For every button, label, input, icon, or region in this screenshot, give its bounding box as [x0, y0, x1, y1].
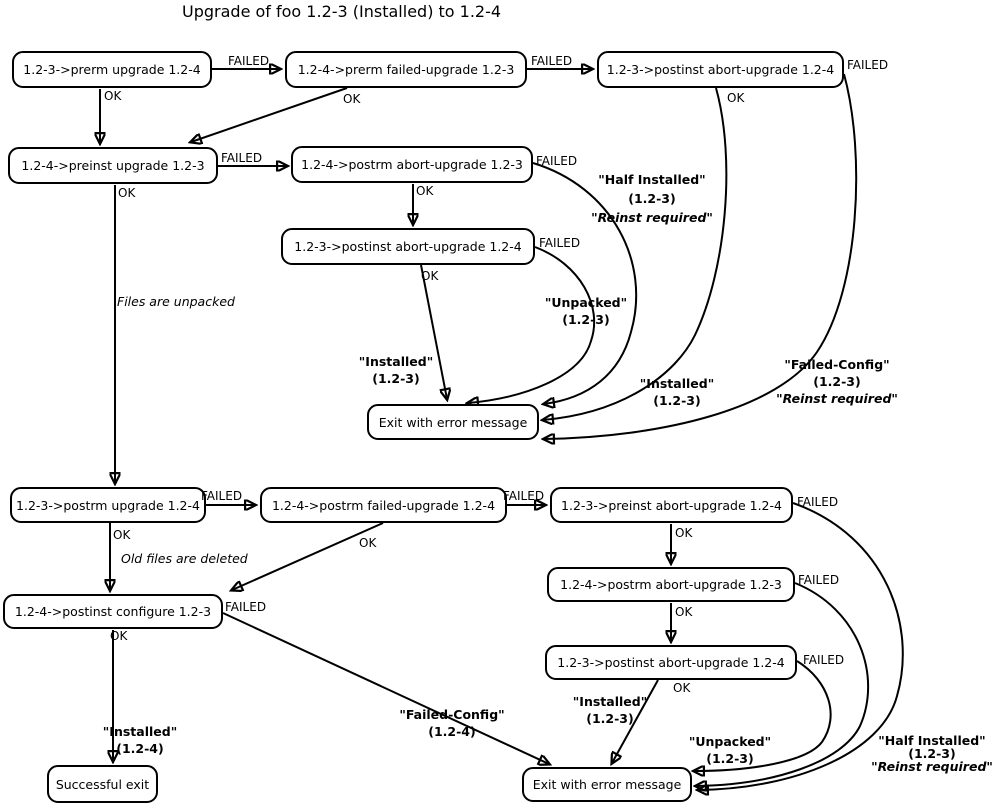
- edge-label-failed: FAILED: [228, 54, 270, 68]
- edge-postinstabortmid-failed: [468, 246, 596, 403]
- edge-label-ok: OK: [359, 536, 377, 550]
- edge-label-ok: OK: [675, 526, 693, 540]
- node-postrm-upgrade: 1.2-3->postrm upgrade 1.2-4: [10, 487, 206, 523]
- edge-postinstabortbottom-ok: [612, 679, 659, 763]
- edge-label-failed: FAILED: [847, 58, 889, 72]
- edge-label-failed: FAILED: [503, 489, 545, 503]
- state-line: "Failed-Config": [784, 357, 890, 372]
- state-line: "Failed-Config": [399, 707, 505, 722]
- edge-label-ok: OK: [110, 629, 128, 643]
- note-old-files-deleted: Old files are deleted: [121, 551, 248, 566]
- state-line: (1.2-3): [562, 312, 610, 327]
- state-line: "Unpacked": [544, 295, 628, 310]
- edge-label-ok: OK: [118, 186, 136, 200]
- state-label-failed-config-right: "Failed-Config" (1.2-3) "Reinst required…: [776, 356, 898, 407]
- state-line: "Reinst required": [591, 210, 713, 225]
- edge-label-ok: OK: [113, 528, 131, 542]
- state-line: "Installed": [572, 694, 648, 709]
- edge-postinstabortmid-ok: [420, 264, 447, 399]
- state-line: "Reinst required": [871, 759, 993, 774]
- node-prerm-upgrade: 1.2-3->prerm upgrade 1.2-4: [12, 51, 212, 88]
- node-postinst-abort-upgrade-bottom: 1.2-3->postinst abort-upgrade 1.2-4: [545, 645, 797, 680]
- edge-label-failed: FAILED: [798, 573, 840, 587]
- state-label-installed-bottom-left: "Installed" (1.2-4): [103, 723, 177, 757]
- state-line: "Installed": [639, 376, 715, 391]
- node-postinst-configure: 1.2-4->postinst configure 1.2-3: [3, 594, 223, 629]
- state-line: "Installed": [102, 724, 178, 739]
- node-successful-exit: Successful exit: [47, 765, 158, 803]
- state-line: "Unpacked": [688, 734, 772, 749]
- state-label-unpacked-top: "Unpacked" (1.2-3): [545, 294, 627, 328]
- edge-label-ok: OK: [727, 91, 745, 105]
- state-line: (1.2-4): [428, 724, 476, 739]
- edge-label-failed: FAILED: [797, 495, 839, 509]
- edge-label-ok: OK: [343, 92, 361, 106]
- node-exit-error-2: Exit with error message: [522, 767, 692, 802]
- edge-label-failed: FAILED: [531, 54, 573, 68]
- node-prerm-failed-upgrade: 1.2-4->prerm failed-upgrade 1.2-3: [285, 51, 527, 88]
- edge-label-failed: FAILED: [201, 489, 243, 503]
- edge-postinstconfigure-failed: [222, 612, 549, 764]
- node-preinst-abort-upgrade: 1.2-3->preinst abort-upgrade 1.2-4: [550, 487, 793, 523]
- edge-label-failed: FAILED: [539, 236, 581, 250]
- state-label-installed-mid: "Installed" (1.2-3): [359, 353, 433, 387]
- state-label-installed-right: "Installed" (1.2-3): [640, 375, 714, 409]
- edge-label-failed: FAILED: [221, 151, 263, 165]
- edge-postrmabortbottom-failed: [696, 582, 869, 786]
- edge-prermfailed-ok: [191, 87, 348, 142]
- edge-label-ok: OK: [416, 184, 434, 198]
- state-line: "Half Installed": [878, 733, 986, 748]
- edge-label-failed: FAILED: [803, 653, 845, 667]
- edge-label-ok: OK: [104, 89, 122, 103]
- state-line: (1.2-4): [116, 741, 164, 756]
- note-files-are-unpacked: Files are unpacked: [117, 294, 235, 309]
- edge-postinstaborttop-ok: [543, 87, 728, 420]
- edge-postinstabortbottom-failed: [694, 660, 832, 771]
- state-line: (1.2-3): [586, 711, 634, 726]
- state-label-failed-config-bottom: "Failed-Config" (1.2-4): [399, 706, 504, 740]
- edge-preinstabort-failed: [698, 502, 904, 790]
- state-line: "Installed": [358, 354, 434, 369]
- state-label-installed-bottom: "Installed" (1.2-3): [573, 693, 647, 727]
- state-line: (1.2-3): [908, 746, 956, 761]
- node-postinst-abort-upgrade-mid: 1.2-3->postinst abort-upgrade 1.2-4: [281, 228, 535, 265]
- state-line: (1.2-3): [706, 751, 754, 766]
- edge-postrmabortmid-failed: [532, 162, 638, 404]
- state-line: "Half Installed": [598, 172, 706, 187]
- state-line: (1.2-3): [628, 191, 676, 206]
- state-line: (1.2-3): [372, 371, 420, 386]
- state-line: (1.2-3): [813, 374, 861, 389]
- edge-postrmfailed-ok: [232, 522, 384, 590]
- node-postrm-abort-upgrade-mid: 1.2-4->postrm abort-upgrade 1.2-3: [291, 146, 533, 183]
- state-label-half-installed-top: "Half Installed" (1.2-3) "Reinst require…: [591, 170, 713, 227]
- node-exit-error-1: Exit with error message: [367, 404, 539, 440]
- node-postrm-failed-upgrade: 1.2-4->postrm failed-upgrade 1.2-4: [260, 487, 507, 523]
- node-preinst-upgrade: 1.2-4->preinst upgrade 1.2-3: [8, 147, 218, 184]
- state-line: "Reinst required": [776, 391, 898, 406]
- edge-label-ok: OK: [675, 605, 693, 619]
- state-line: (1.2-3): [653, 393, 701, 408]
- state-label-unpacked-bottom: "Unpacked" (1.2-3): [689, 733, 771, 767]
- edge-label-ok: OK: [421, 269, 439, 283]
- node-postrm-abort-upgrade-bottom: 1.2-4->postrm abort-upgrade 1.2-3: [547, 567, 795, 602]
- state-label-half-installed-bottom: "Half Installed" (1.2-3) "Reinst require…: [871, 734, 993, 773]
- edge-label-ok: OK: [673, 681, 691, 695]
- node-postinst-abort-upgrade-top: 1.2-3->postinst abort-upgrade 1.2-4: [597, 51, 844, 88]
- edge-label-failed: FAILED: [225, 600, 267, 614]
- edge-postinstaborttop-failed: [544, 73, 858, 439]
- page-title: Upgrade of foo 1.2-3 (Installed) to 1.2-…: [182, 2, 502, 21]
- edge-label-failed: FAILED: [536, 154, 578, 168]
